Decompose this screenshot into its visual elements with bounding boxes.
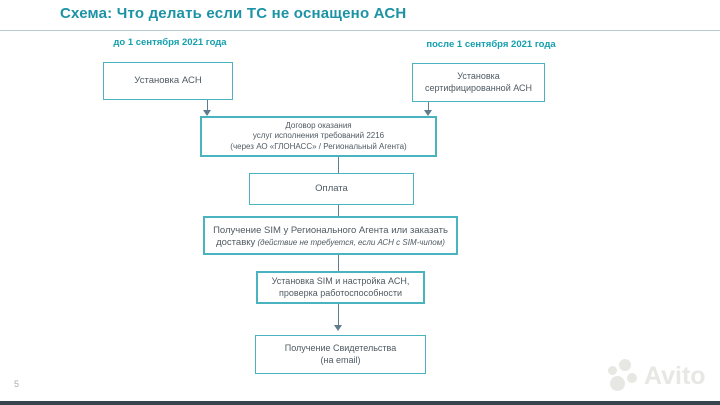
flow-box-payment: Оплата: [249, 173, 414, 205]
flow-box-setup: Установка SIM и настройка АСН, проверка …: [256, 271, 425, 304]
flow-box-sim-note-text: (действие не требуется, если АСН с SIM-ч…: [255, 238, 445, 248]
arrow-down-icon: [334, 325, 342, 331]
flow-box-install-asn: Установка АСН: [103, 62, 233, 100]
flow-box-setup-line1: Установка SIM и настройка АСН,: [271, 275, 410, 286]
connector-payment-sim: [338, 205, 339, 216]
avito-logo-text: Avito: [644, 362, 706, 390]
avito-logo-dot-icon: [608, 366, 617, 375]
avito-logo-dot-icon: [627, 373, 637, 383]
flow-box-contract: Договор оказания услуг исполнения требов…: [200, 116, 437, 157]
connector-line-left: [207, 100, 208, 111]
slide-title: Схема: Что делать если ТС не оснащено АС…: [60, 5, 407, 22]
arrow-down-icon: [424, 110, 432, 116]
avito-logo-dot-icon: [619, 359, 631, 371]
flow-box-certificate-line2: (на email): [320, 354, 361, 365]
connector-sim-setup: [338, 255, 339, 271]
connector-contract-payment: [338, 157, 339, 173]
flow-box-sim-main-text: Получение SIM у Регионального Агента или…: [213, 225, 448, 249]
arrow-down-icon: [203, 110, 211, 116]
flow-box-install-asn-text: Установка АСН: [134, 74, 202, 86]
timeline-label-before: до 1 сентября 2021 года: [113, 37, 227, 48]
avito-watermark: Avito: [606, 358, 712, 396]
page-number: 5: [14, 379, 20, 389]
flow-box-contract-line1: Договор оказания: [285, 120, 352, 130]
flow-box-setup-line2: проверка работоспособности: [279, 287, 402, 298]
flow-box-certificate-line1: Получение Свидетельства: [284, 342, 397, 353]
connector-setup-certificate: [338, 304, 339, 326]
avito-logo-dot-icon: [610, 376, 625, 391]
bottom-bar: [0, 401, 720, 405]
connector-line-right: [428, 102, 429, 111]
flow-box-contract-line3: (через АО «ГЛОНАСС» / Региональный Агент…: [230, 141, 407, 151]
title-divider: [0, 30, 720, 31]
flow-box-sim: Получение SIM у Регионального Агента или…: [203, 216, 458, 255]
timeline-label-after: после 1 сентября 2021 года: [426, 39, 556, 50]
flow-box-install-certified-asn: Установка сертифицированной АСН: [412, 63, 545, 102]
flow-box-contract-line2: услуг исполнения требований 2216: [252, 131, 385, 141]
flow-box-install-certified-line2: сертифицированной АСН: [424, 82, 533, 93]
flow-box-payment-text: Оплата: [315, 182, 348, 194]
flow-box-certificate: Получение Свидетельства (на email): [255, 335, 426, 374]
flow-box-install-certified-line1: Установка: [457, 70, 500, 81]
